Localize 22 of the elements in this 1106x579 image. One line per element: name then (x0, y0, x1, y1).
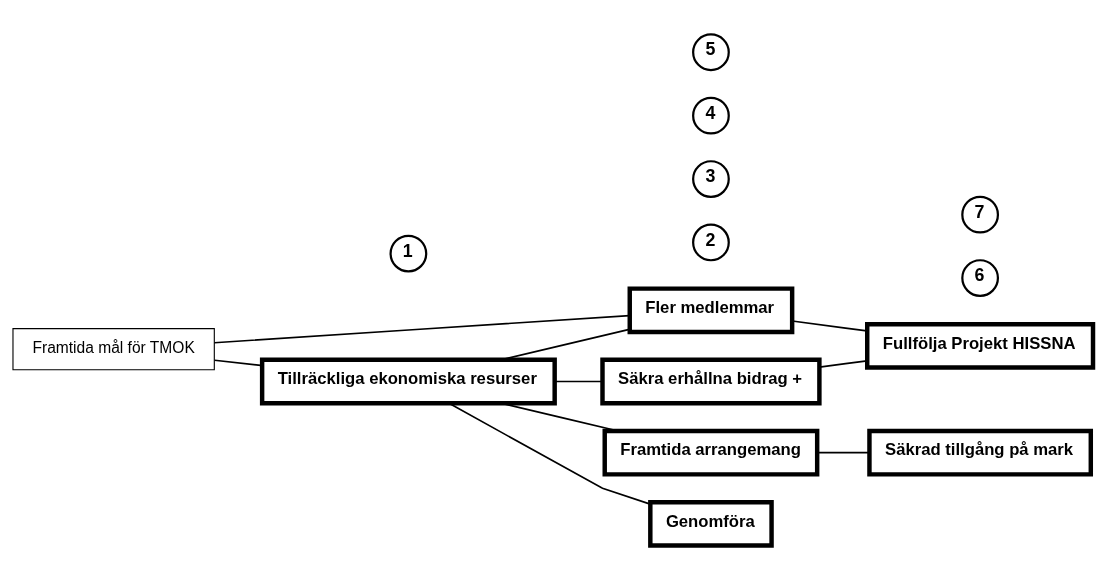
node-box: Framtida arrangemang (602, 428, 820, 477)
connector (818, 359, 868, 368)
node-circle: 7 (961, 195, 1000, 234)
connector (213, 358, 263, 366)
node-circle: 6 (961, 258, 1000, 297)
node-circle: 3 (692, 159, 730, 198)
node-box: Säkrad tillgång på mark (867, 428, 1094, 477)
node-box: Fullfölja Projekt HISSNA (865, 321, 1096, 370)
node-box: Säkra erhållna bidrag + (600, 357, 822, 405)
connector (213, 314, 631, 344)
node-circle: 5 (692, 32, 730, 71)
node-box: Genomföra (648, 499, 774, 548)
connector (816, 451, 870, 453)
connector (448, 402, 652, 505)
connector (554, 380, 604, 382)
node-circle: 2 (692, 223, 730, 261)
node-box: Framtida mål för TMOK (12, 327, 215, 370)
connector (791, 319, 868, 332)
node-circle: 1 (389, 234, 428, 272)
node-circle: 4 (692, 96, 730, 135)
node-box: Tillräckliga ekonomiska resurser (259, 357, 557, 405)
node-box: Fler medlemmar (627, 285, 795, 334)
